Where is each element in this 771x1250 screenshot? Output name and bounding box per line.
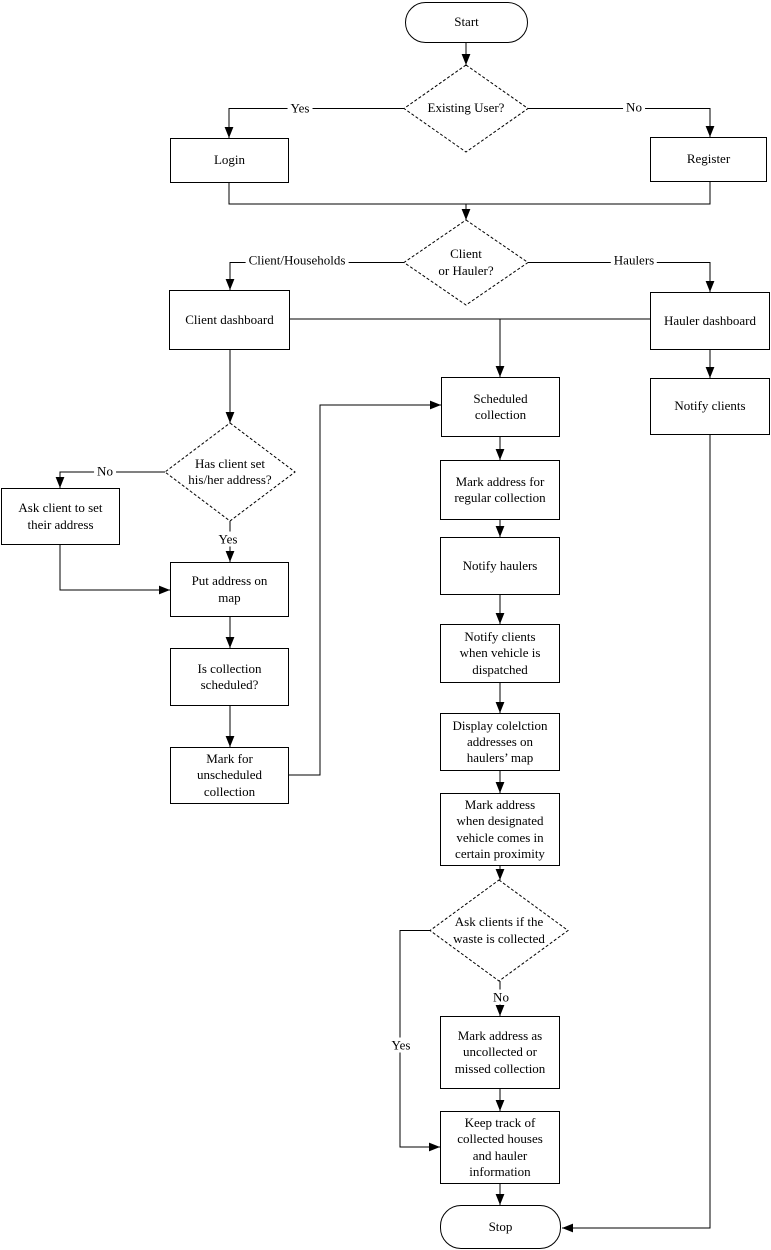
decision-existing-user: Existing User? — [427, 100, 505, 116]
edge-label-no-existing-user: No — [623, 99, 645, 115]
diamond-client-or-hauler-shape — [403, 219, 529, 306]
node-notify-clients-vehicle-dispatched: Notify clients when vehicle is dispatche… — [440, 624, 560, 683]
node-login: Login — [170, 138, 289, 183]
node-client-dashboard: Client dashboard — [169, 290, 290, 350]
node-put-address-on-map: Put address on map — [170, 562, 289, 617]
node-hauler-dashboard: Hauler dashboard — [650, 292, 770, 350]
edge-label-no-collected: No — [490, 989, 512, 1005]
decision-has-client-set-address: Has client set his/her address? — [188, 455, 272, 487]
node-display-collection-addresses: Display colelction addresses on haulers’… — [440, 713, 560, 771]
node-stop: Stop — [440, 1205, 561, 1249]
node-mark-address-regular-collection: Mark address for regular collection — [440, 460, 560, 520]
edge-label-client-households: Client/Households — [245, 252, 349, 268]
decision-client-or-hauler: Client or Hauler? — [438, 246, 494, 278]
node-notify-clients: Notify clients — [650, 378, 770, 435]
edge-label-yes-existing-user: Yes — [287, 100, 313, 116]
node-mark-for-unscheduled-collection: Mark for unscheduled collection — [170, 747, 289, 804]
edge-label-no-address: No — [94, 463, 116, 479]
node-keep-track-collected-houses: Keep track of collected houses and haule… — [440, 1111, 560, 1184]
node-mark-address-uncollected: Mark address as uncollected or missed co… — [440, 1016, 560, 1089]
connector-lines — [55, 43, 715, 1233]
node-notify-haulers: Notify haulers — [440, 537, 560, 595]
node-mark-address-proximity: Mark address when designated vehicle com… — [440, 793, 560, 866]
node-register: Register — [650, 137, 767, 182]
node-scheduled-collection: Scheduled collection — [441, 377, 560, 437]
decision-ask-clients-waste-collected: Ask clients if the waste is collected — [453, 914, 545, 946]
edge-label-yes-address: Yes — [215, 531, 241, 547]
diamond-existing-user-shape — [403, 64, 529, 153]
node-is-collection-scheduled: Is collection scheduled? — [170, 648, 289, 706]
diamond-waste-collected-shape — [429, 879, 569, 982]
edge-label-yes-collected: Yes — [388, 1037, 414, 1053]
edge-label-haulers: Haulers — [610, 252, 658, 268]
node-start: Start — [405, 2, 528, 43]
node-ask-client-to-set-address: Ask client to set their address — [1, 488, 120, 545]
